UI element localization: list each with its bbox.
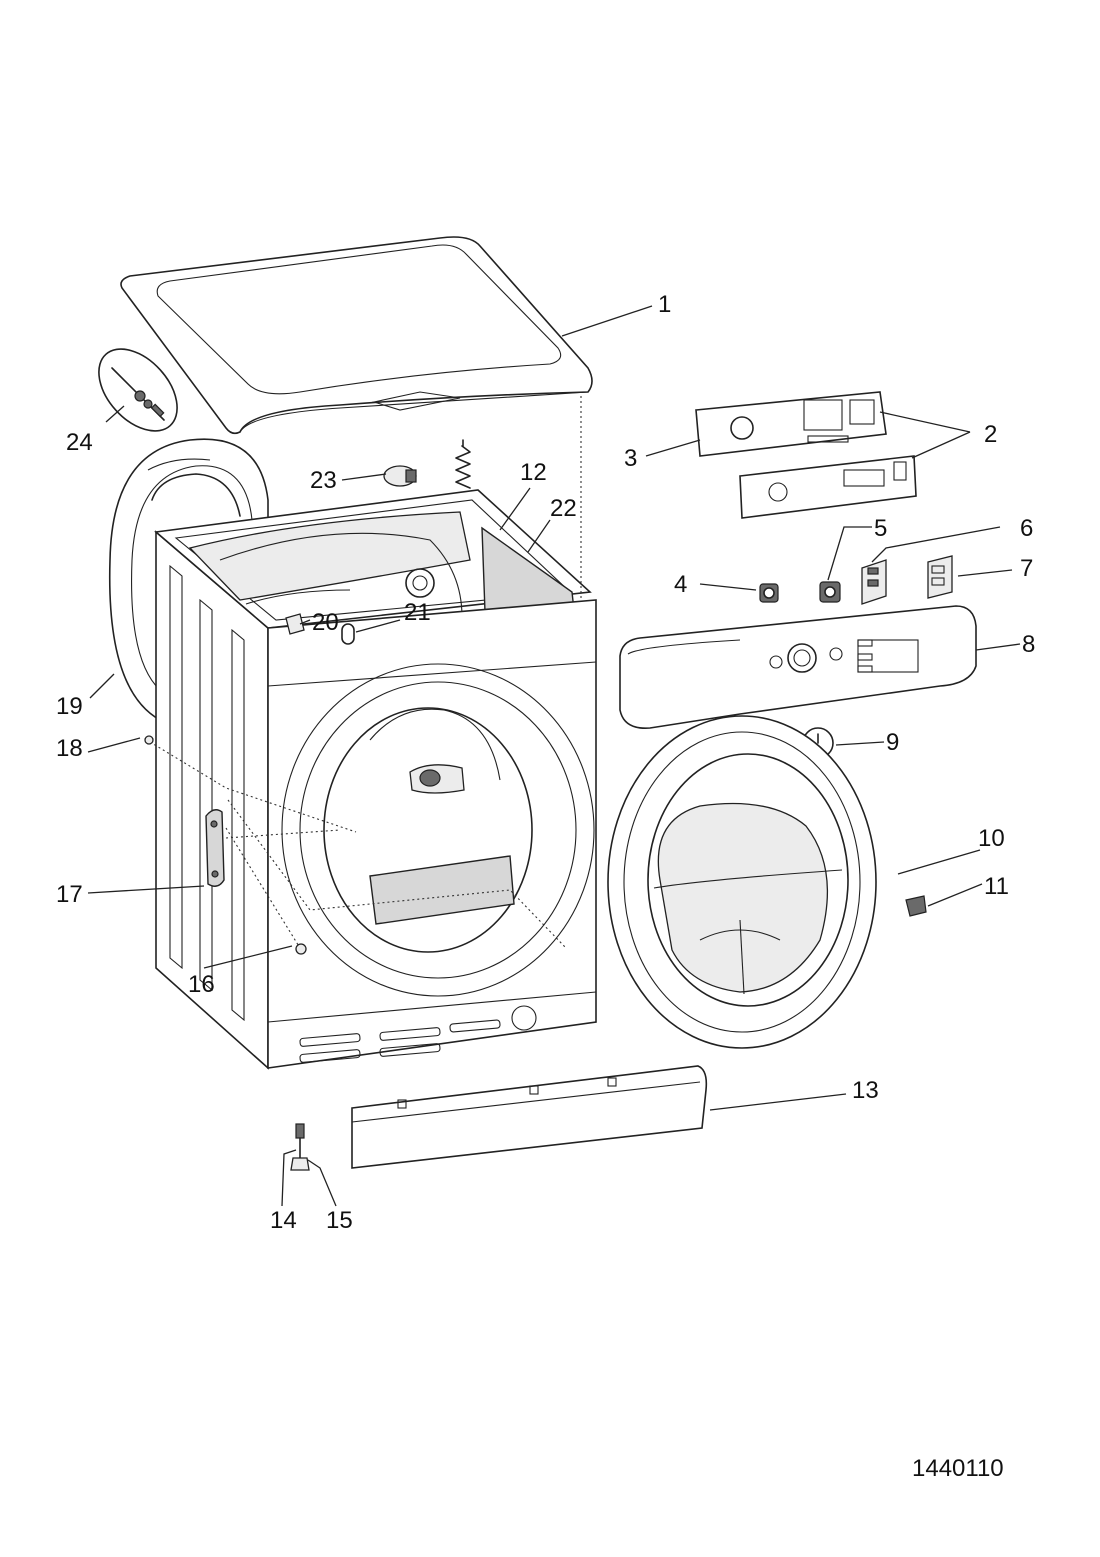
callout-18: 18 [56,735,83,762]
callout-3: 3 [624,445,637,472]
callout-13: 13 [852,1077,879,1104]
document-number: 1440110 [912,1455,1004,1482]
plinth-part [351,1065,708,1169]
part-4-knob-base [759,583,779,603]
part-21-cap [341,623,355,645]
callout-labels: 1 2 3 4 5 6 7 8 9 10 11 12 13 14 15 16 1… [56,291,1035,1234]
callout-22: 22 [550,495,577,522]
callout-11: 11 [984,873,1009,900]
part-6-buttons [861,559,887,605]
electronic-board-part [739,455,917,519]
callout-23: 23 [310,467,337,494]
adjustable-foot-part [290,1123,310,1171]
callout-21: 21 [404,599,431,626]
callout-24: 24 [66,429,93,456]
cabinet-body [154,489,597,1070]
callout-15: 15 [326,1207,353,1234]
part-23-clamp [383,465,417,487]
callout-19: 19 [56,693,83,720]
door-part [607,715,877,1049]
callout-14: 14 [270,1207,297,1234]
callout-20: 20 [312,609,339,636]
callout-7: 7 [1020,555,1033,582]
callout-5: 5 [874,515,887,542]
callout-12: 12 [520,459,547,486]
callout-10: 10 [978,825,1005,852]
callout-16: 16 [188,971,215,998]
part-5-knob-base [819,581,841,603]
control-panel-support-part [695,391,887,457]
leader-lines [87,305,1021,1207]
part-17-hinge [205,809,225,887]
spring-part [455,439,471,489]
callout-4: 4 [674,571,687,598]
callout-6: 6 [1020,515,1033,542]
callout-9: 9 [886,729,899,756]
part-18-screw [144,735,154,745]
part-7-buttons [927,555,953,599]
door-catch-part [905,895,927,917]
part-16-screw [295,943,307,955]
top-cover-part [120,236,593,435]
part-20-clip [285,613,305,635]
callout-8: 8 [1022,631,1035,658]
callout-1: 1 [658,291,671,318]
callout-2: 2 [984,421,997,448]
control-panel-fascia-part [619,605,977,729]
callout-17: 17 [56,881,83,908]
